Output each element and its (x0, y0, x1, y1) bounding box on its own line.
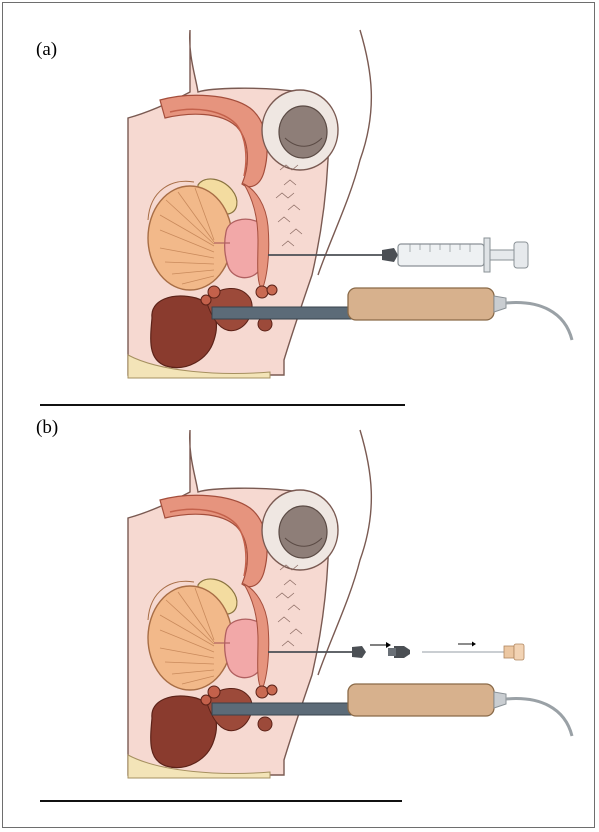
panel-a-illustration (0, 0, 599, 400)
sacrum (262, 490, 338, 570)
anatomy-section (128, 430, 371, 778)
needle-icon (422, 642, 524, 661)
panel-b-illustration (0, 400, 599, 800)
baseline-b (40, 800, 402, 802)
arrow-right-icon (370, 642, 391, 648)
anatomy-section (128, 25, 371, 378)
sacrum (262, 90, 338, 170)
